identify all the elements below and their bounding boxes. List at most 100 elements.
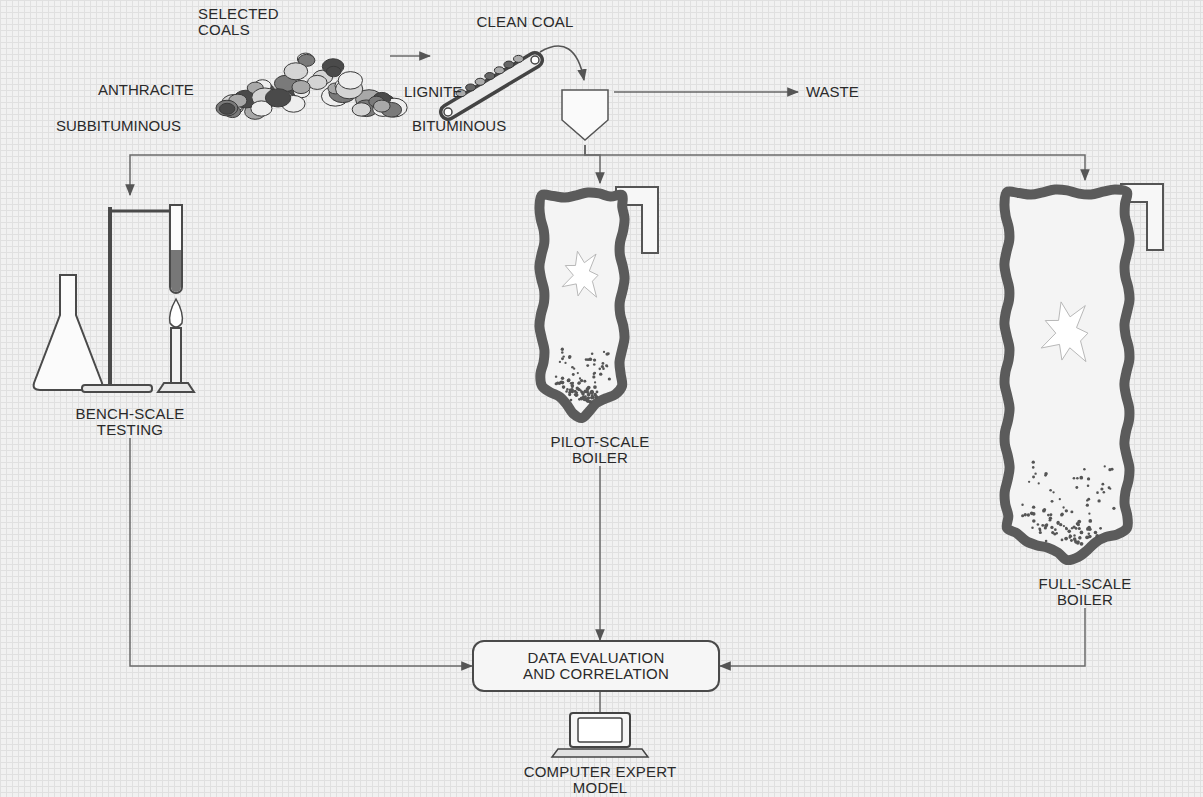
connector — [585, 145, 1085, 180]
screen — [578, 718, 622, 742]
ash-particle — [605, 364, 608, 367]
ash-particle — [1083, 468, 1086, 471]
flame — [562, 251, 598, 297]
ash-particle — [1087, 485, 1090, 488]
ash-particle — [1021, 503, 1023, 505]
ash-particle — [586, 364, 589, 367]
ash-particle — [596, 391, 599, 394]
ash-particle — [1112, 507, 1115, 510]
coal-lump — [504, 61, 514, 68]
node-label: FULL-SCALE BOILER — [1025, 576, 1145, 608]
pilot-boiler: PILOT-SCALE BOILER — [530, 183, 670, 466]
ash-particle — [1097, 499, 1100, 502]
ash-particle — [1059, 498, 1061, 500]
ash-particle — [593, 372, 596, 375]
ash-particle — [1100, 487, 1103, 490]
ash-particle — [1086, 504, 1089, 507]
ash-particle — [585, 358, 588, 361]
ash-particle — [555, 375, 557, 377]
coal-type-label: SUBBITUMINOUS — [56, 118, 181, 134]
ash-particle — [1056, 521, 1059, 524]
ash-particle — [1080, 531, 1084, 535]
hopper — [562, 90, 608, 140]
ash-particle — [1073, 477, 1076, 480]
coal-type-label: LIGNITE — [404, 84, 462, 100]
ash-particle — [593, 385, 597, 389]
process-box: DATA EVALUATION AND CORRELATION — [472, 640, 720, 692]
ash-particle — [1032, 512, 1036, 516]
ash-particle — [1027, 513, 1030, 516]
connector — [390, 55, 430, 57]
ash-particle — [559, 361, 561, 363]
ash-particle — [1080, 542, 1084, 546]
connector — [130, 145, 585, 195]
node-label: SELECTED COALS — [198, 6, 298, 38]
ash-particle — [1063, 525, 1065, 527]
coal-lump — [352, 103, 371, 116]
ash-particle — [1038, 482, 1040, 484]
bunsen-burner — [171, 328, 181, 386]
transfer-arrow — [540, 46, 584, 80]
ash-particle — [1094, 531, 1098, 535]
bench-apparatus: BENCH-SCALE TESTING — [30, 195, 230, 438]
ash-particle — [603, 351, 605, 353]
keyboard — [552, 749, 648, 757]
ash-particle — [1072, 525, 1075, 528]
node-label: DATA EVALUATION AND CORRELATION — [511, 650, 681, 682]
ash-particle — [1041, 524, 1044, 527]
coal-lump — [292, 81, 310, 94]
ash-particle — [1045, 523, 1048, 526]
ash-particle — [1052, 491, 1054, 493]
illustration — [500, 712, 700, 758]
ash-particle — [570, 388, 574, 392]
ash-particle — [1061, 539, 1064, 542]
ash-particle — [586, 388, 589, 391]
ash-particle — [1078, 536, 1081, 539]
coal-type-label: BITUMINOUS — [412, 118, 506, 134]
erlenmeyer-flask — [34, 275, 103, 390]
node-label: CLEAN COAL — [435, 14, 615, 30]
illustration — [995, 180, 1175, 570]
connector — [130, 438, 472, 666]
ash-particle — [1108, 486, 1111, 489]
full-boiler: FULL-SCALE BOILER — [995, 180, 1175, 608]
coal-lump — [475, 78, 485, 85]
ash-particle — [1034, 472, 1036, 474]
ash-particle — [1088, 513, 1090, 515]
illustration — [190, 38, 390, 118]
ash-particle — [1087, 477, 1090, 480]
ash-particle — [1050, 526, 1053, 529]
ash-particle — [1059, 523, 1062, 526]
ash-particle — [1101, 483, 1104, 486]
computer-node: COMPUTER EXPERT MODEL — [500, 712, 700, 796]
stand-rod — [108, 207, 112, 385]
waste-arrow — [614, 91, 798, 93]
ash-particle — [593, 373, 595, 375]
ash-particle — [1045, 540, 1048, 543]
ash-particle — [601, 365, 604, 368]
ash-particle — [1057, 522, 1060, 525]
ash-particle — [1032, 505, 1035, 508]
ash-particle — [1065, 527, 1067, 529]
conveyor-wheel — [531, 56, 539, 64]
ash-particle — [1078, 527, 1081, 530]
ash-particle — [561, 377, 564, 380]
coal-lump — [466, 84, 476, 91]
output-label: WASTE — [806, 84, 859, 100]
ash-particle — [1037, 523, 1040, 526]
connector — [720, 608, 1085, 666]
illustration — [530, 183, 670, 428]
ash-particle — [1062, 506, 1064, 508]
connector — [599, 692, 601, 712]
ash-particle — [1047, 514, 1050, 517]
ash-particle — [587, 397, 590, 400]
test-tube — [170, 205, 182, 293]
ash-particle — [567, 378, 570, 381]
node-label: COMPUTER EXPERT MODEL — [518, 764, 683, 796]
ash-particle — [558, 382, 561, 385]
ash-particle — [1067, 530, 1071, 534]
ash-particle — [579, 377, 581, 379]
ash-particle — [576, 386, 579, 389]
